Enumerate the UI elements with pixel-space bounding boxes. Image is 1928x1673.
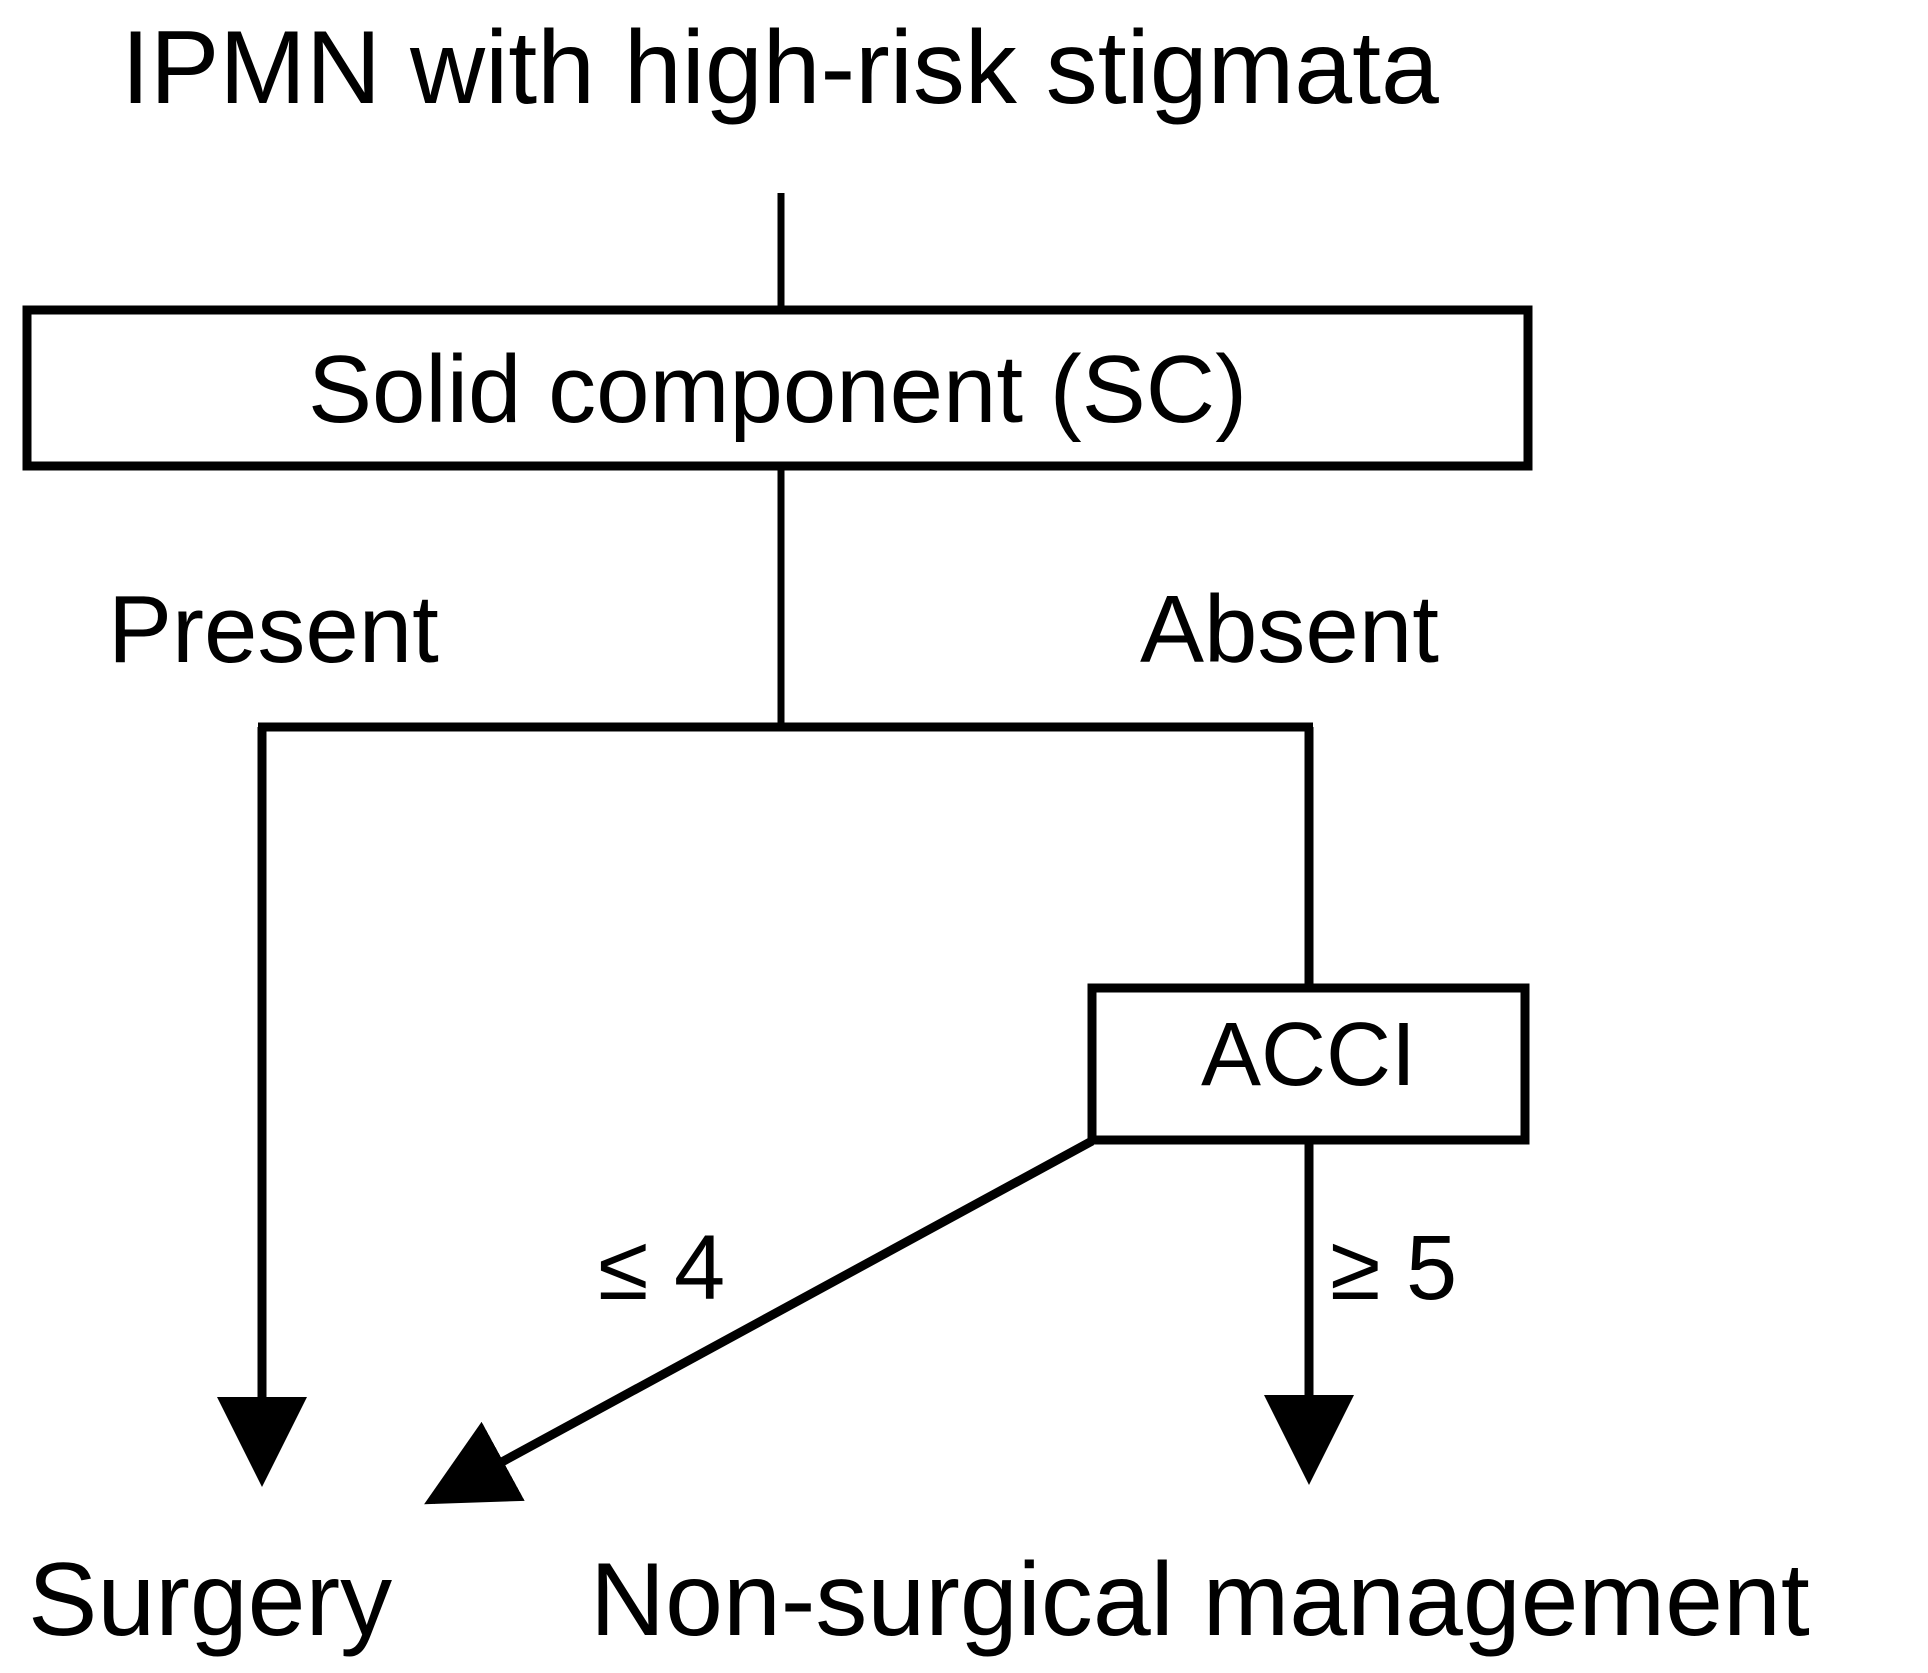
diagram-title: IPMN with high-risk stigmata	[121, 10, 1439, 126]
edge-label-present: Present	[108, 576, 439, 683]
connector-acci-low-to-nonsurgical	[424, 1137, 1095, 1505]
edge-label-absent: Absent	[1140, 576, 1439, 683]
outcome-non-surgical-management: Non-surgical management	[590, 1542, 1810, 1658]
sc-decision-box-label: Solid component (SC)	[307, 336, 1248, 443]
edge-label-acci-high: ≥ 5	[1330, 1217, 1458, 1319]
acci-decision-box-label: ACCI	[1200, 1005, 1417, 1105]
outcome-surgery: Surgery	[28, 1542, 393, 1658]
edge-label-acci-low: ≤ 4	[598, 1217, 726, 1319]
